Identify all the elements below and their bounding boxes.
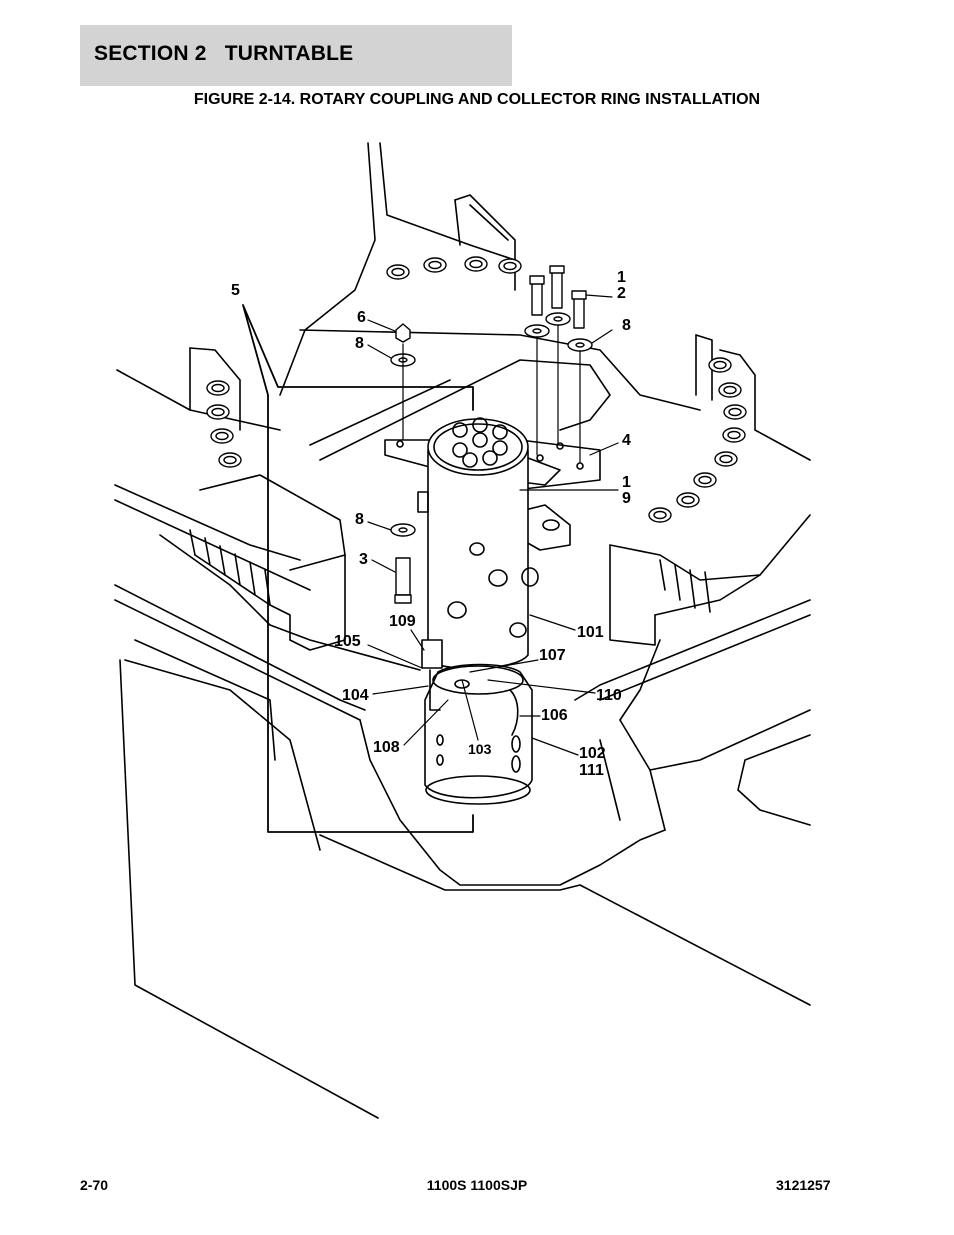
callout-label: 6 bbox=[357, 309, 366, 326]
callout-label: 9 bbox=[622, 490, 631, 507]
callout-label: 102 bbox=[579, 745, 606, 762]
figure-title: FIGURE 2-14. ROTARY COUPLING AND COLLECT… bbox=[193, 91, 761, 108]
callout-label: 111 bbox=[579, 762, 604, 779]
left-gear-segment bbox=[114, 474, 421, 721]
hardware bbox=[390, 265, 593, 604]
callout-label: 106 bbox=[541, 707, 568, 724]
callout-label: 8 bbox=[355, 335, 364, 352]
document-number: 3121257 bbox=[776, 1177, 831, 1193]
section-title: SECTION 2 TURNTABLE bbox=[94, 42, 354, 65]
callout-label: 110 bbox=[596, 687, 622, 704]
turntable-frame bbox=[116, 142, 811, 461]
callout-label: 104 bbox=[342, 687, 369, 704]
callout-label: 8 bbox=[622, 317, 631, 334]
model-number: 1100S 1100SJP bbox=[426, 1177, 528, 1193]
page-number: 2-70 bbox=[80, 1177, 109, 1193]
callout-label: 108 bbox=[373, 739, 400, 756]
callout-label: 101 bbox=[577, 624, 604, 641]
leader-lines bbox=[367, 294, 619, 756]
right-gear-segment bbox=[574, 514, 811, 721]
group-bracket bbox=[242, 304, 474, 833]
collector-ring bbox=[421, 639, 533, 805]
section-header-band: SECTION 2 TURNTABLE bbox=[80, 25, 512, 86]
callout-label: 109 bbox=[389, 613, 416, 630]
callout-label: 2 bbox=[617, 285, 626, 302]
callout-label: 5 bbox=[231, 282, 240, 299]
lower-frame bbox=[119, 639, 811, 1119]
center-lines bbox=[402, 324, 581, 463]
callout-label: 107 bbox=[539, 647, 566, 664]
callout-label: 103 bbox=[468, 741, 492, 757]
bolt-circle bbox=[206, 256, 747, 523]
callout-label: 1 bbox=[622, 474, 631, 491]
callout-label: 8 bbox=[355, 511, 364, 528]
rotary-coupling bbox=[417, 417, 539, 670]
callout-label: 1 bbox=[617, 269, 626, 286]
callout-label: 4 bbox=[622, 432, 631, 449]
callout-label: 3 bbox=[359, 551, 368, 568]
callout-label: 105 bbox=[334, 633, 361, 650]
